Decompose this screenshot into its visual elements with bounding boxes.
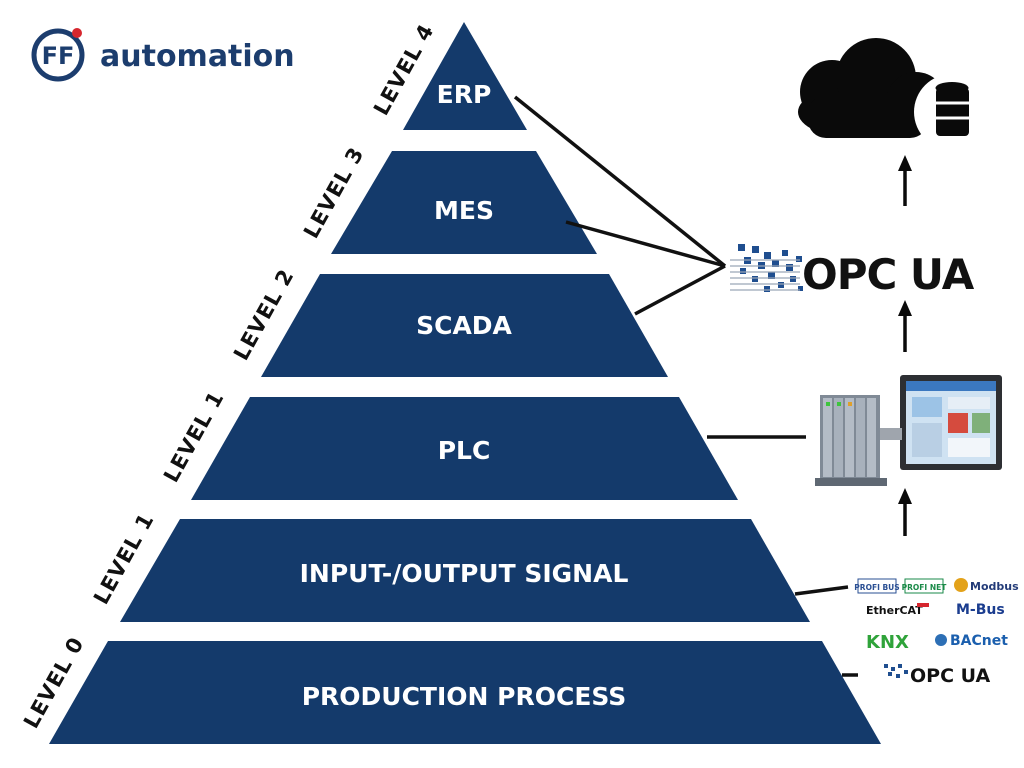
database-icon	[935, 82, 969, 136]
bacnet-label: BACnet	[950, 633, 1008, 649]
logo-initials: FF	[42, 42, 75, 70]
tier-label-erp: ERP	[437, 80, 492, 109]
tier-mes	[331, 151, 597, 254]
tier-label-production-process: PRODUCTION PROCESS	[302, 682, 627, 711]
profibus-label: PROFI BUS	[854, 583, 899, 592]
connector-mes	[565, 220, 726, 268]
profinet-label: PROFI NET	[902, 583, 948, 592]
mbus-logo: M-Bus	[956, 602, 1005, 618]
connector-io-signal	[794, 585, 849, 596]
connector-erp	[513, 95, 727, 268]
opc-ua-dots-icon	[738, 244, 803, 292]
tier-plc	[191, 397, 738, 500]
logo-ring	[31, 28, 85, 82]
ethercat-label: EtherCAT	[866, 604, 923, 617]
connector-lines	[513, 95, 858, 677]
modbus-gear-icon	[954, 578, 968, 592]
tier-erp	[403, 22, 527, 130]
bacnet-logo: BACnet	[935, 633, 1008, 649]
bacnet-badge-icon	[935, 634, 947, 646]
opc-ua-logo: OPC UA	[730, 244, 976, 299]
modbus-logo: Modbus	[954, 578, 1019, 593]
pyramid: ERP MES SCADA PLC INPUT-/OUTPUT SIGNAL P…	[49, 22, 881, 744]
arrow-up-icon	[898, 488, 912, 536]
ff-automation-logo: FF automation	[31, 28, 295, 82]
plc-and-hmi-panel-icon	[815, 375, 1002, 486]
tier-label-plc: PLC	[438, 436, 491, 465]
plc-rack	[815, 395, 887, 486]
hmi-panel	[876, 375, 1002, 470]
opc-ua-lines-icon	[730, 259, 800, 291]
knx-label: KNX	[866, 632, 909, 653]
profibus-logo: PROFI BUS	[854, 578, 900, 594]
arrows	[898, 155, 912, 536]
opc-ua-small-label: OPC UA	[910, 665, 990, 687]
tier-label-mes: MES	[434, 196, 494, 225]
modbus-label: Modbus	[970, 580, 1019, 593]
opc-ua-title: OPC UA	[802, 250, 975, 299]
tier-scada	[261, 274, 668, 377]
tier-label-io-signal: INPUT-/OUTPUT SIGNAL	[300, 559, 629, 588]
opc-ua-small-dots-icon	[884, 664, 908, 678]
tier-label-scada: SCADA	[416, 311, 512, 340]
cloud-database-icon	[798, 38, 990, 150]
brand-name: automation	[100, 39, 295, 74]
tier-production-process	[49, 641, 881, 744]
arrow-up-icon	[898, 300, 912, 352]
protocol-logos: PROFI BUS PROFI NET Modbus EtherCAT M-Bu…	[854, 578, 1019, 687]
tier-io-signal	[120, 519, 810, 622]
knx-logo: KNX	[866, 632, 909, 653]
arrow-up-icon	[898, 155, 912, 206]
ethercat-arrow-icon	[917, 603, 929, 607]
logo-red-dot	[72, 28, 82, 38]
ethercat-logo: EtherCAT	[866, 603, 929, 617]
mbus-label: M-Bus	[956, 602, 1005, 618]
opc-ua-small-logo: OPC UA	[884, 664, 990, 687]
connector-scada	[634, 264, 726, 316]
profinet-logo: PROFI NET	[902, 578, 948, 594]
